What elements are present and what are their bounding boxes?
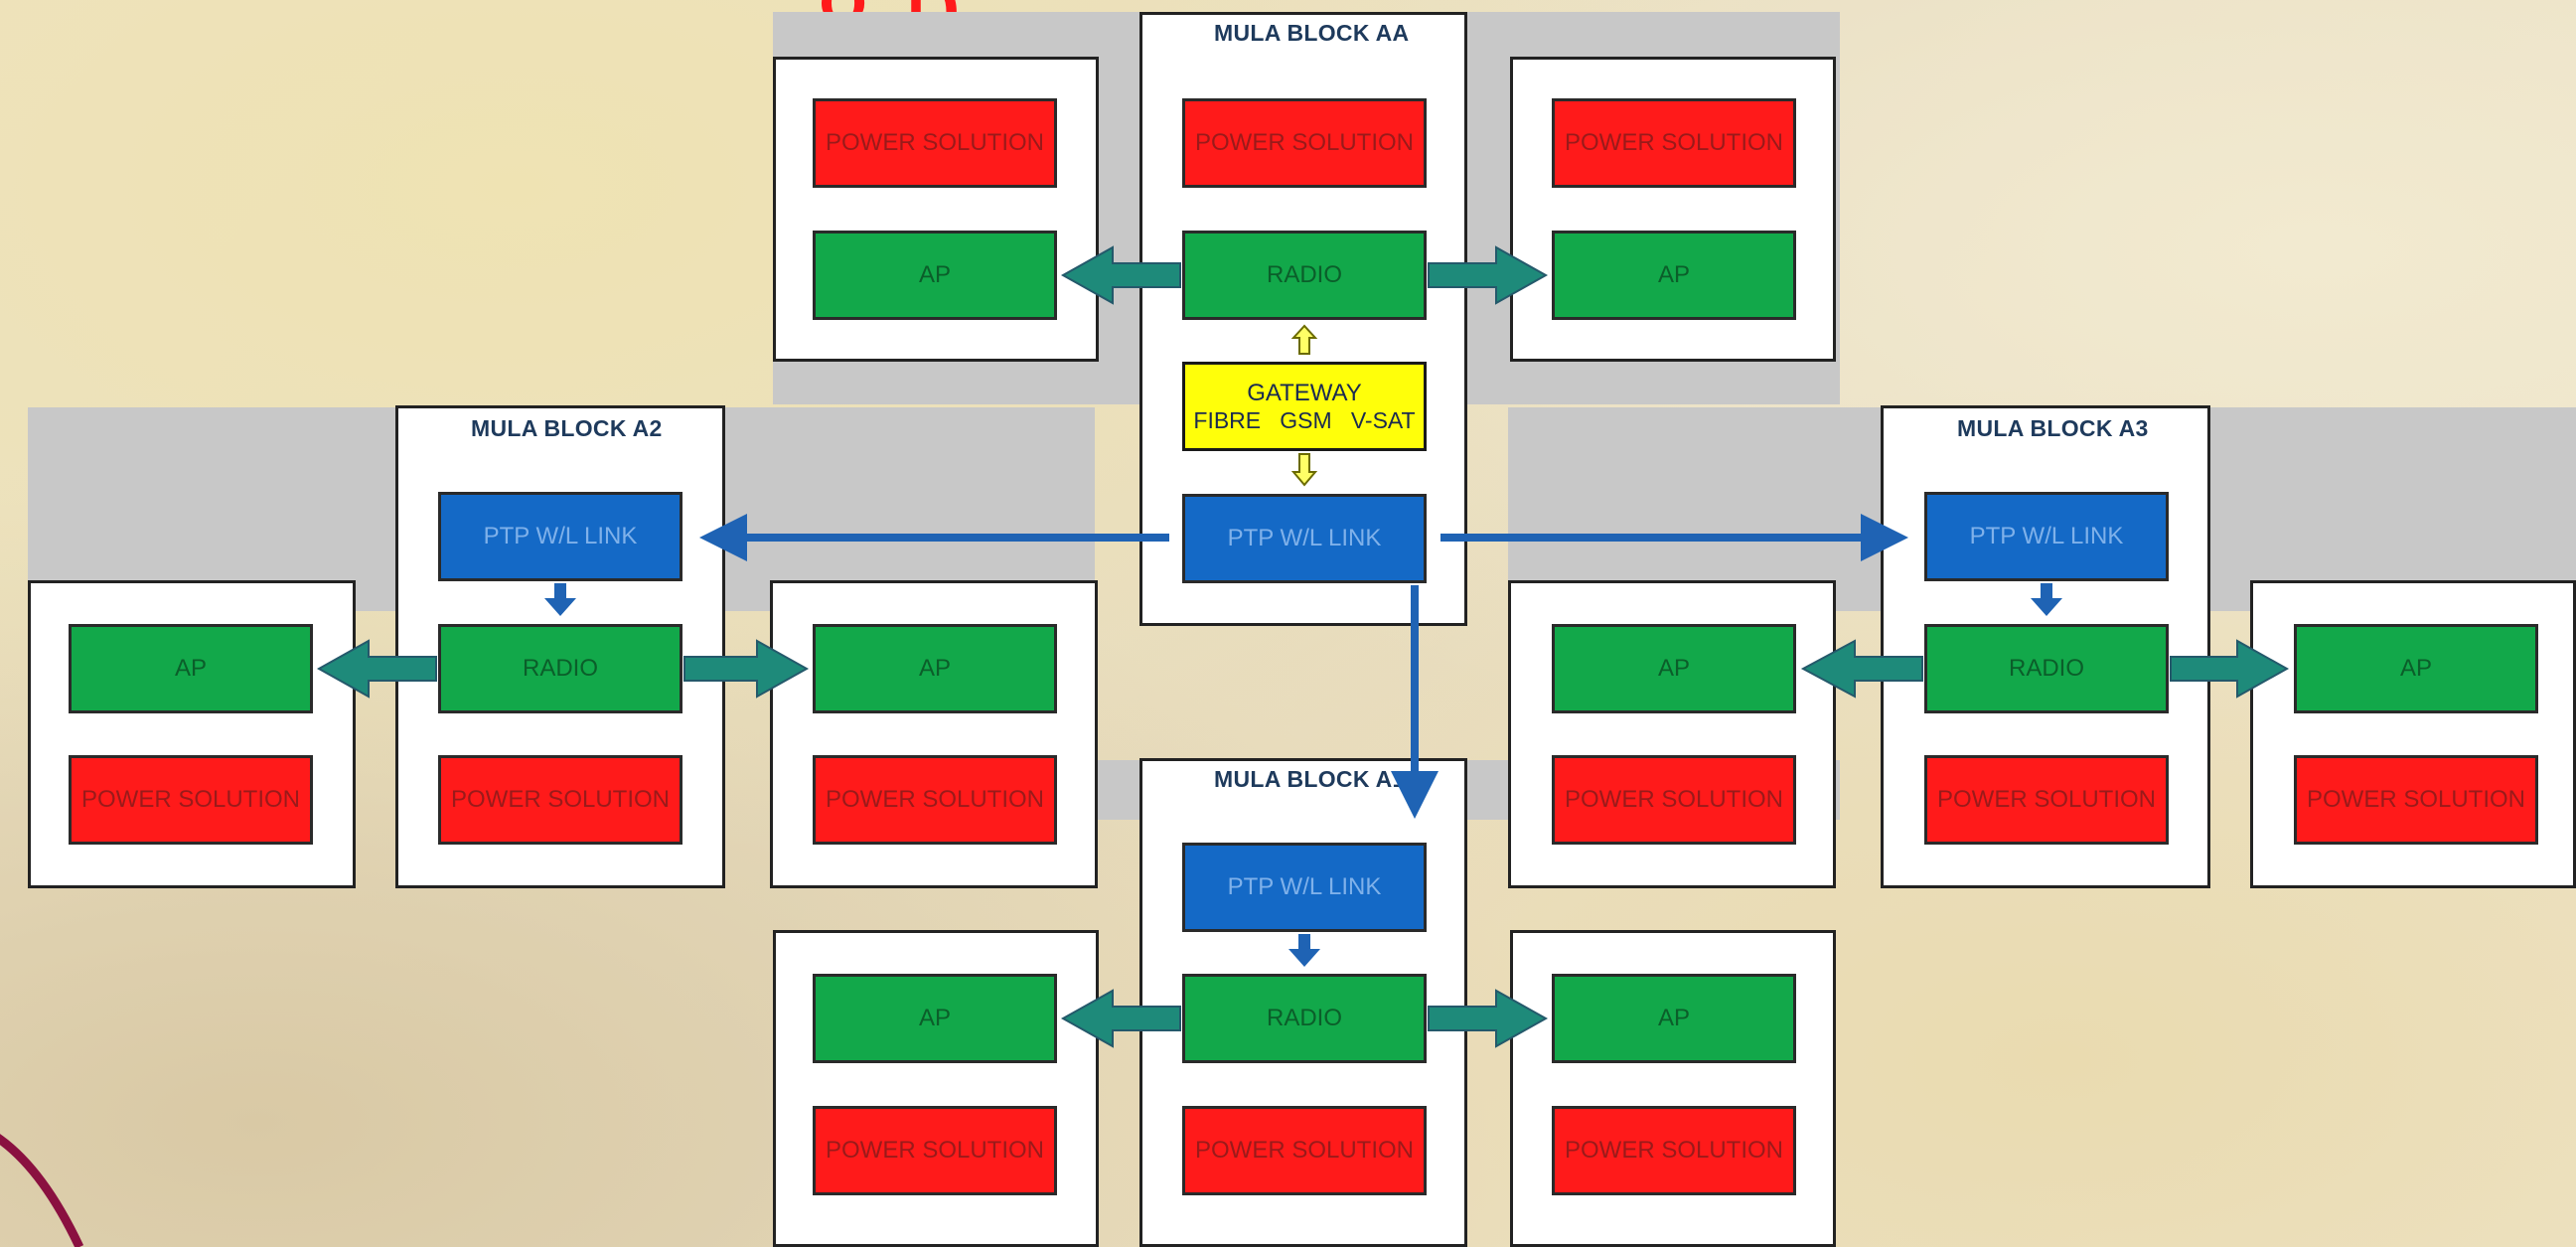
block-a3-power: POWER SOLUTION bbox=[1924, 755, 2169, 845]
block-aa-radio: RADIO bbox=[1182, 231, 1427, 320]
block-aa-right-ap: AP bbox=[1552, 231, 1796, 320]
block-a2-title: MULA BLOCK A2 bbox=[471, 415, 663, 441]
arrow-a3-radio-to-right-ap bbox=[2170, 639, 2290, 699]
arrow-aa-radio-to-left-ap bbox=[1060, 245, 1181, 305]
block-a3-left-ap: AP bbox=[1552, 624, 1796, 713]
arrow-a1-radio-to-right-ap bbox=[1428, 989, 1549, 1048]
block-a3-radio: RADIO bbox=[1924, 624, 2169, 713]
block-a2-right-ap: AP bbox=[813, 624, 1057, 713]
arrow-a1-ptp-to-radio bbox=[1288, 934, 1320, 967]
block-a1-radio: RADIO bbox=[1182, 974, 1427, 1063]
block-a1-power: POWER SOLUTION bbox=[1182, 1106, 1427, 1195]
block-a3-right-ap: AP bbox=[2294, 624, 2538, 713]
block-aa-ptp-link: PTP W/L LINK bbox=[1182, 494, 1427, 583]
arrow-a2-radio-to-left-ap bbox=[316, 639, 437, 699]
block-a2-right-power: POWER SOLUTION bbox=[813, 755, 1057, 845]
block-aa-power: POWER SOLUTION bbox=[1182, 98, 1427, 188]
arrow-aa-radio-to-right-ap bbox=[1428, 245, 1549, 305]
block-a2-left-ap: AP bbox=[69, 624, 313, 713]
arrow-a1-radio-to-left-ap bbox=[1060, 989, 1181, 1048]
arrow-a3-ptp-to-radio bbox=[2031, 583, 2062, 616]
arrow-a2-radio-to-right-ap bbox=[683, 639, 810, 699]
block-a2-left-power: POWER SOLUTION bbox=[69, 755, 313, 845]
block-a2-power: POWER SOLUTION bbox=[438, 755, 682, 845]
block-a3-right-power: POWER SOLUTION bbox=[2294, 755, 2538, 845]
block-a3-title: MULA BLOCK A3 bbox=[1957, 415, 2149, 441]
block-a1-title: MULA BLOCK A1 bbox=[1214, 766, 1406, 792]
block-aa-left-power: POWER SOLUTION bbox=[813, 98, 1057, 188]
block-a1-left-ap: AP bbox=[813, 974, 1057, 1063]
arrow-a3-radio-to-left-ap bbox=[1800, 639, 1923, 699]
block-aa-title: MULA BLOCK AA bbox=[1214, 20, 1410, 46]
block-a1-ptp-link: PTP W/L LINK bbox=[1182, 843, 1427, 932]
block-a2-ptp-link: PTP W/L LINK bbox=[438, 492, 682, 581]
arrow-gateway-to-ptp bbox=[1290, 453, 1318, 487]
block-aa-right-power: POWER SOLUTION bbox=[1552, 98, 1796, 188]
block-aa-gateway: GATEWAY FIBRE GSM V-SAT bbox=[1182, 362, 1427, 451]
block-a1-right-ap: AP bbox=[1552, 974, 1796, 1063]
block-a3-ptp-link: PTP W/L LINK bbox=[1924, 492, 2169, 581]
block-a3-left-power: POWER SOLUTION bbox=[1552, 755, 1796, 845]
arrow-gateway-to-radio bbox=[1290, 324, 1318, 355]
block-a1-left-power: POWER SOLUTION bbox=[813, 1106, 1057, 1195]
block-a2-radio: RADIO bbox=[438, 624, 682, 713]
arrow-a2-ptp-to-radio bbox=[544, 583, 576, 616]
block-a1-right-power: POWER SOLUTION bbox=[1552, 1106, 1796, 1195]
block-aa-left-ap: AP bbox=[813, 231, 1057, 320]
gateway-title: GATEWAY bbox=[1247, 379, 1362, 406]
gateway-options: FIBRE GSM V-SAT bbox=[1193, 406, 1416, 433]
